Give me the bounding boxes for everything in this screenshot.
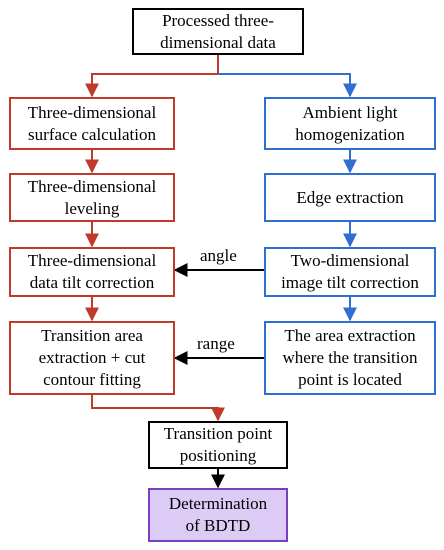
node-processed-data-line1: Processed three- — [162, 10, 274, 30]
node-ambient-light: Ambient light homogenization — [264, 97, 436, 150]
node-transition-point-line2: positioning — [179, 446, 257, 465]
node-transition-area-line3: contour fitting — [43, 370, 141, 389]
node-leveling-line2: leveling — [64, 198, 120, 218]
node-area-extraction-line3: point is located — [298, 370, 402, 389]
node-surface-calculation-line2: surface calculation — [28, 124, 156, 144]
node-bdtd-line1: Determination — [168, 494, 268, 513]
connector-top-to-left — [85, 54, 219, 98]
node-edge-extraction: Edge extraction — [264, 173, 436, 222]
node-tilt-correction-2d: Two-dimensional image tilt correction — [264, 247, 436, 297]
node-leveling: Three-dimensional leveling — [9, 173, 175, 222]
node-surface-calculation-line1: Three-dimensional — [27, 102, 157, 122]
node-area-extraction: The area extraction where the transition… — [264, 321, 436, 395]
node-transition-point-line1: Transition point — [163, 424, 273, 443]
node-edge-extraction-line1: Edge extraction — [296, 187, 404, 207]
node-tilt-correction-2d-line2: image tilt correction — [281, 273, 419, 292]
node-tilt-correction-3d: Three-dimensional data tilt correction — [9, 247, 175, 297]
node-transition-area-line2: extraction + cut — [38, 348, 146, 367]
node-area-extraction-line2: where the transition — [282, 348, 418, 367]
node-transition-area-line1: Transition area — [41, 326, 143, 345]
edge-label-angle: angle — [200, 246, 237, 265]
node-processed-data-line2: dimensional data — [160, 32, 276, 52]
node-ambient-light-line1: Ambient light — [302, 102, 398, 122]
node-transition-area: Transition area extraction + cut contour… — [9, 321, 175, 395]
node-tilt-correction-3d-line2: data tilt correction — [29, 273, 155, 292]
node-processed-data: Processed three- dimensional data — [132, 8, 304, 55]
node-ambient-light-line2: homogenization — [295, 124, 405, 144]
edge-label-range: range — [197, 334, 235, 353]
node-area-extraction-line1: The area extraction — [284, 326, 416, 345]
connector-transition-to-point — [91, 395, 225, 422]
node-leveling-line1: Three-dimensional — [27, 176, 157, 196]
node-bdtd-line2: of BDTD — [185, 516, 251, 535]
node-tilt-correction-2d-line1: Two-dimensional — [290, 251, 410, 270]
connector-top-to-right — [218, 73, 357, 98]
node-tilt-correction-3d-line1: Three-dimensional — [27, 251, 157, 270]
node-surface-calculation: Three-dimensional surface calculation — [9, 97, 175, 150]
node-bdtd: Determination of BDTD — [148, 488, 288, 542]
node-transition-point: Transition point positioning — [148, 421, 288, 469]
